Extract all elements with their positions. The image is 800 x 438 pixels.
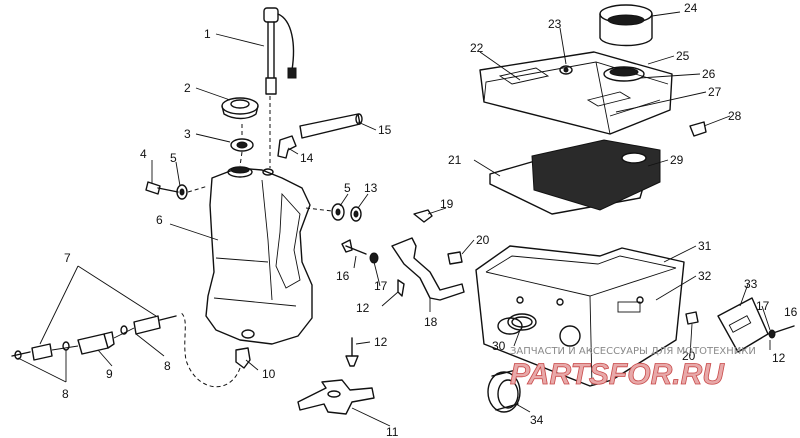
callout-27: 27 [708, 85, 722, 99]
washer-left [176, 184, 188, 200]
small-grommet [559, 65, 573, 75]
callout-13: 13 [364, 181, 378, 195]
callout-15: 15 [378, 123, 392, 137]
tab-19 [413, 209, 433, 223]
callout-31: 31 [698, 239, 712, 253]
foam-block [531, 139, 661, 211]
tank-bolt-left [145, 181, 179, 195]
grommet-right [350, 206, 362, 222]
bracket-nut [369, 252, 379, 264]
callout-28: 28 [728, 109, 742, 123]
callout-18: 18 [424, 315, 438, 329]
callout-2: 2 [184, 81, 191, 95]
fuel-outlet-fitting [235, 347, 251, 369]
callout-10: 10 [262, 367, 276, 381]
strap-screw [768, 325, 795, 339]
fuel-tank [205, 166, 313, 345]
round-cap [599, 4, 653, 47]
callout-6: 6 [156, 213, 163, 227]
callout-1: 1 [204, 27, 211, 41]
callout-8-lower: 8 [62, 387, 69, 401]
callout-labels: 1 2 3 4 5 5 6 7 8 8 9 10 11 12 12 12 13 … [62, 1, 798, 438]
callout-26: 26 [702, 67, 716, 81]
callout-22: 22 [470, 41, 484, 55]
callout-16-right: 16 [784, 305, 798, 319]
callout-12-strap: 12 [772, 351, 786, 365]
battery-box [475, 245, 685, 387]
callout-12-bracket: 12 [374, 335, 388, 349]
callout-5-right: 5 [344, 181, 351, 195]
hose-clamp [507, 313, 537, 331]
leader-lines [17, 11, 771, 427]
callout-33: 33 [744, 277, 758, 291]
callout-29: 29 [670, 153, 684, 167]
callout-4: 4 [140, 147, 147, 161]
callout-17-right: 17 [756, 299, 770, 313]
callout-14: 14 [300, 151, 314, 165]
filler-cap [221, 97, 259, 120]
watermark-brand: PARTSFOR.RU [510, 358, 725, 391]
plug-28 [689, 121, 707, 137]
intake-boot [487, 369, 521, 413]
callout-8-right: 8 [164, 359, 171, 373]
callout-20-upper: 20 [476, 233, 490, 247]
grommet-20-upper [447, 251, 463, 265]
battery-bracket [391, 237, 465, 301]
callout-24: 24 [684, 1, 698, 15]
callout-9: 9 [106, 367, 113, 381]
callout-23: 23 [548, 17, 562, 31]
callout-17-left: 17 [374, 279, 388, 293]
callout-34: 34 [530, 413, 544, 427]
elbow-fitting [277, 135, 297, 159]
callout-16-left: 16 [336, 269, 350, 283]
callout-3: 3 [184, 127, 191, 141]
cap-gasket [230, 138, 254, 152]
callout-21: 21 [448, 153, 462, 167]
washer-right [331, 203, 345, 221]
watermark-tagline: ЗАПЧАСТИ И АКСЕССУАРЫ ДЛЯ МОТОТЕХНИКИ [510, 346, 756, 357]
callout-20-lower: 20 [682, 349, 696, 363]
box-cover [479, 51, 673, 135]
callout-30: 30 [492, 339, 506, 353]
callout-19: 19 [440, 197, 454, 211]
callout-11: 11 [386, 425, 399, 438]
bracket-screw [345, 337, 359, 367]
callout-25: 25 [676, 49, 690, 63]
callout-32: 32 [698, 269, 712, 283]
callout-7: 7 [64, 251, 71, 265]
callout-5-left: 5 [170, 151, 177, 165]
watermark: ЗАПЧАСТИ И АКСЕССУАРЫ ДЛЯ МОТОТЕХНИКИ PA… [510, 346, 756, 391]
vent-insert [603, 66, 645, 82]
bracket-clip [397, 279, 405, 297]
tank-bracket [297, 379, 375, 415]
fuel-gauge-sender [263, 7, 297, 168]
bracket-bolt [341, 239, 367, 255]
fuel-filter-assembly [11, 315, 177, 361]
callout-12-clip: 12 [356, 301, 370, 315]
grommet-20-lower [685, 311, 699, 325]
vent-hose [299, 113, 363, 139]
